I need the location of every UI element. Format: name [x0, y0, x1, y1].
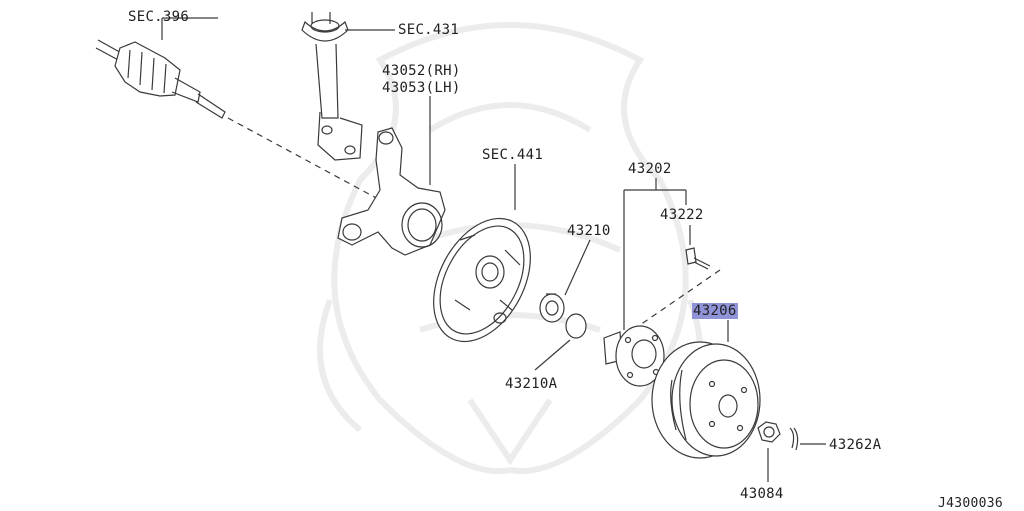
hub-nut — [757, 421, 781, 443]
label-sec396: SEC.396 — [128, 9, 190, 25]
label-sec431: SEC.431 — [398, 22, 460, 38]
strut — [301, 12, 363, 161]
backing-plate — [433, 217, 531, 343]
grease-seal — [565, 313, 587, 339]
leader-lines — [161, 17, 826, 482]
cotter-pin — [789, 427, 799, 451]
drive-shaft — [95, 39, 226, 119]
brake-drum — [651, 341, 761, 459]
label-bearing: 43210 — [567, 223, 611, 239]
label-cotter-pin: 43262A — [829, 437, 882, 453]
leader-bolt-hub — [639, 269, 721, 326]
wheel-bearing — [539, 293, 565, 323]
diagram-id: J4300036 — [938, 496, 1004, 511]
label-hub-assembly: 43202 — [628, 161, 672, 177]
leader-shaft-knuckle — [227, 117, 381, 201]
label-knuckle-lh: 43053(LH) — [382, 80, 461, 96]
label-nut: 43084 — [740, 486, 784, 502]
label-drum[interactable]: 43206 — [692, 303, 738, 319]
wheel-hub — [603, 325, 665, 387]
steering-knuckle — [337, 127, 446, 256]
label-sec441: SEC.441 — [482, 147, 544, 163]
hub-bolt — [685, 247, 711, 270]
label-hub-bolt: 43222 — [660, 207, 704, 223]
label-knuckle-rh: 43052(RH) — [382, 63, 461, 79]
label-seal: 43210A — [505, 376, 558, 392]
